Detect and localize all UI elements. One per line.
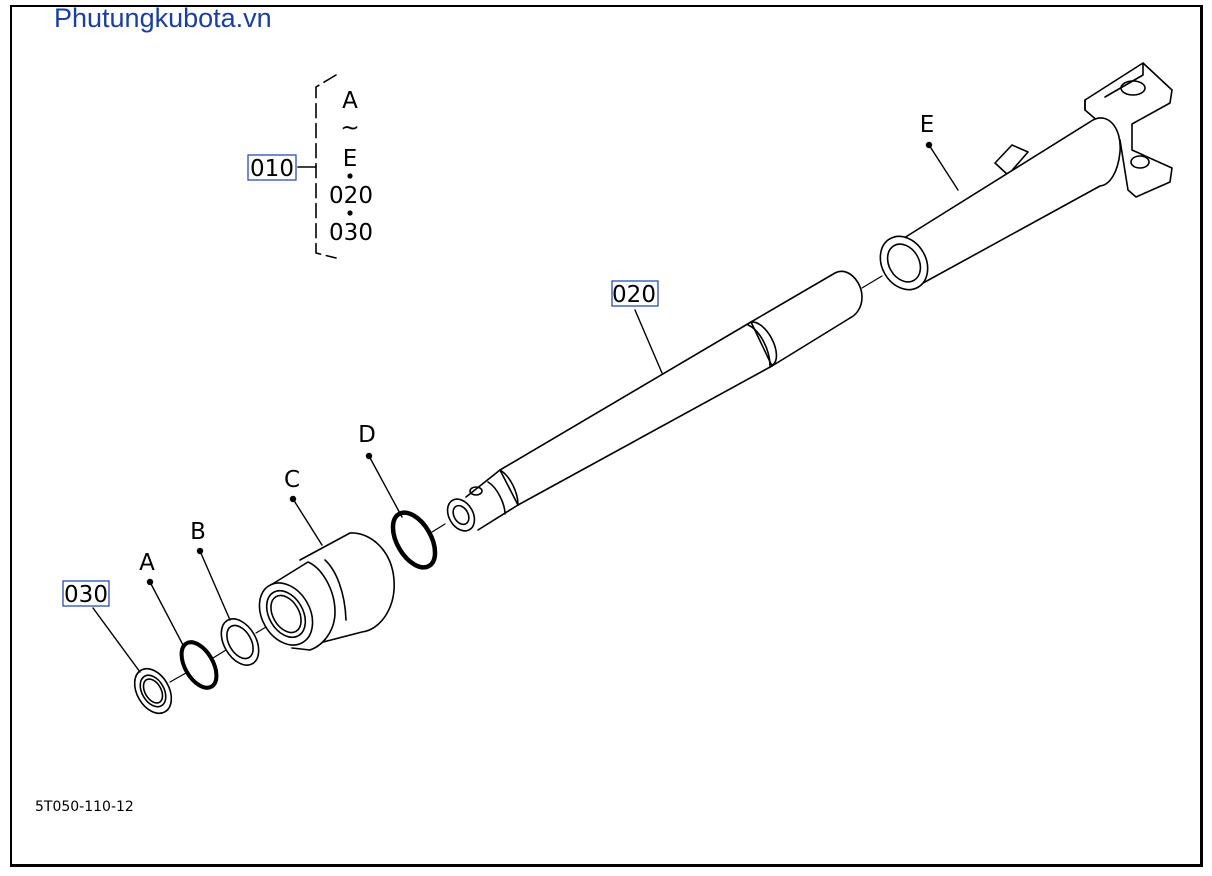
callout-a[interactable]: A bbox=[139, 550, 155, 576]
watermark: Phutungkubota.vn bbox=[54, 3, 272, 33]
bracket-line-e: E bbox=[343, 146, 358, 172]
callout-020[interactable]: 020 bbox=[612, 282, 656, 308]
callout-e[interactable]: E bbox=[920, 112, 935, 138]
drawing-code: 5T050-110-12 bbox=[35, 799, 134, 815]
part-b-ring[interactable] bbox=[214, 612, 267, 671]
part-d-o-ring[interactable] bbox=[384, 506, 443, 575]
ref-010-bracket bbox=[297, 74, 337, 259]
part-a-o-ring[interactable] bbox=[174, 636, 223, 693]
bracket-line-tilde: ~ bbox=[340, 115, 359, 141]
callout-b[interactable]: B bbox=[190, 519, 206, 545]
callout-d[interactable]: D bbox=[358, 422, 376, 448]
bracket-line-020: 020 bbox=[329, 183, 373, 209]
leader-dots bbox=[146, 141, 933, 586]
ref-010-label[interactable]: 010 bbox=[250, 156, 294, 182]
center-axis bbox=[169, 275, 883, 683]
part-030-seal[interactable] bbox=[127, 662, 179, 720]
callout-030[interactable]: 030 bbox=[64, 582, 108, 608]
callout-c[interactable]: C bbox=[284, 467, 300, 493]
leader-lines bbox=[92, 144, 959, 673]
part-e-cylinder[interactable] bbox=[871, 62, 1173, 298]
part-c-gland[interactable] bbox=[249, 532, 395, 655]
ref-boxes bbox=[62, 154, 659, 607]
bracket-line-030: 030 bbox=[329, 220, 373, 246]
bracket-line-a: A bbox=[342, 88, 358, 114]
drawing-frame bbox=[10, 5, 1203, 867]
part-020-piston-rod[interactable] bbox=[442, 270, 863, 535]
